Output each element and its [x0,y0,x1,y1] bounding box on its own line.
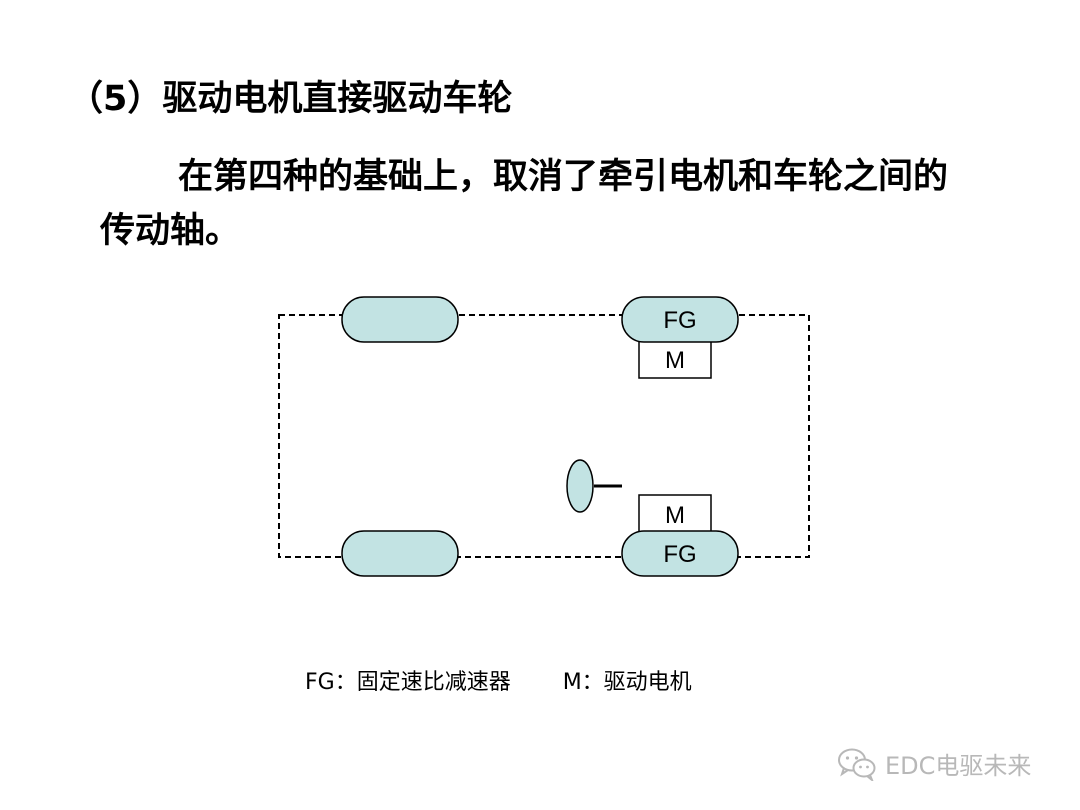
motor-box-bottom [638,494,712,535]
description-text: 在第四种的基础上，取消了牵引电机和车轮之间的传动轴。 [100,157,949,251]
watermark-text: EDC电驱未来 [885,752,1032,780]
motor-label-top: M [665,347,685,374]
motor-label-bottom: M [665,502,685,529]
motor-box-top [638,338,712,379]
wechat-icon [837,747,877,783]
fg-label-bottom: FG [663,541,696,568]
fg-label-top: FG [663,307,696,334]
vehicle-frame [278,314,810,558]
legend-m: M：驱动电机 [562,670,692,695]
wheel-top-left [341,296,459,343]
fg-wheel-bottom-right [621,530,739,577]
legend: FG：固定速比减速器 M：驱动电机 [305,664,692,696]
fg-wheel-top-right [621,296,739,343]
page-title: （5）驱动电机直接驱动车轮 [68,79,513,119]
wheel-bottom-left [341,530,459,577]
legend-fg: FG：固定速比减速器 [305,670,511,695]
watermark: EDC电驱未来 [837,746,1032,783]
steering-wheel [566,459,594,513]
